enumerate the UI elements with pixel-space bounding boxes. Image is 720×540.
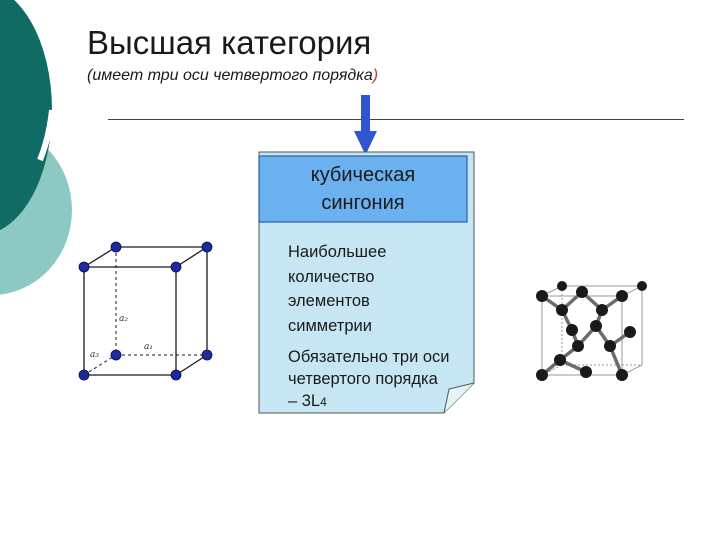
note-line: Обязательно три оси <box>288 348 450 366</box>
atom <box>556 304 568 316</box>
horizontal-rule <box>108 119 684 120</box>
slide-title: Высшая категория <box>87 24 372 61</box>
atom <box>110 241 122 253</box>
note-body-axes: Обязательно три оси четвертого порядка –… <box>288 346 450 413</box>
atom <box>536 290 548 302</box>
atom <box>580 366 592 378</box>
note-line: количество <box>288 267 375 286</box>
atom <box>554 354 566 366</box>
note-body-symmetry: Наибольшее количество элементов симметри… <box>288 240 386 338</box>
atom <box>572 340 584 352</box>
note-card <box>258 151 475 414</box>
white-arc <box>37 109 55 162</box>
note-formula: – 3L4 <box>288 390 450 413</box>
atom <box>576 286 588 298</box>
formula-subscript: 4 <box>320 395 327 409</box>
atom <box>604 340 616 352</box>
atom <box>78 261 90 273</box>
note-line: четвертого порядка <box>288 370 438 388</box>
atom <box>637 281 647 291</box>
subtitle-close-paren: ) <box>372 67 379 84</box>
atom <box>201 349 213 361</box>
formula-text: – 3L <box>288 392 321 410</box>
atom <box>624 326 636 338</box>
diamond-lattice-figure <box>536 281 647 381</box>
atom <box>566 324 578 336</box>
down-arrow-icon <box>354 95 377 155</box>
dark-teal-circle <box>0 0 52 231</box>
note-line: элементов <box>288 292 370 310</box>
axis-label-a2: a₂ <box>119 314 128 324</box>
atom <box>616 290 628 302</box>
atom <box>590 320 602 332</box>
cubic-cell-figure: a₂ a₃ a₁ <box>78 241 213 381</box>
note-header: кубическая сингония <box>259 156 467 222</box>
note-line: симметрии <box>288 316 372 335</box>
atom <box>201 241 213 253</box>
axis-label-a1: a₁ <box>144 342 153 352</box>
slide-subtitle: (имеет три оси четвертого порядка) <box>87 67 378 85</box>
atom <box>170 261 182 273</box>
axis-label-a3: a₃ <box>90 350 99 360</box>
atom <box>78 369 90 381</box>
atom <box>170 369 182 381</box>
subtitle-text: (имеет три оси четвертого порядка <box>87 67 373 84</box>
note-header-line: сингония <box>321 192 405 214</box>
atom <box>557 281 567 291</box>
atom <box>596 304 608 316</box>
atom <box>616 369 628 381</box>
decorative-teal-shapes <box>0 0 72 295</box>
atom <box>536 369 548 381</box>
note-line: Наибольшее <box>288 243 387 261</box>
note-header-line: кубическая <box>310 164 416 186</box>
atom <box>110 349 122 361</box>
